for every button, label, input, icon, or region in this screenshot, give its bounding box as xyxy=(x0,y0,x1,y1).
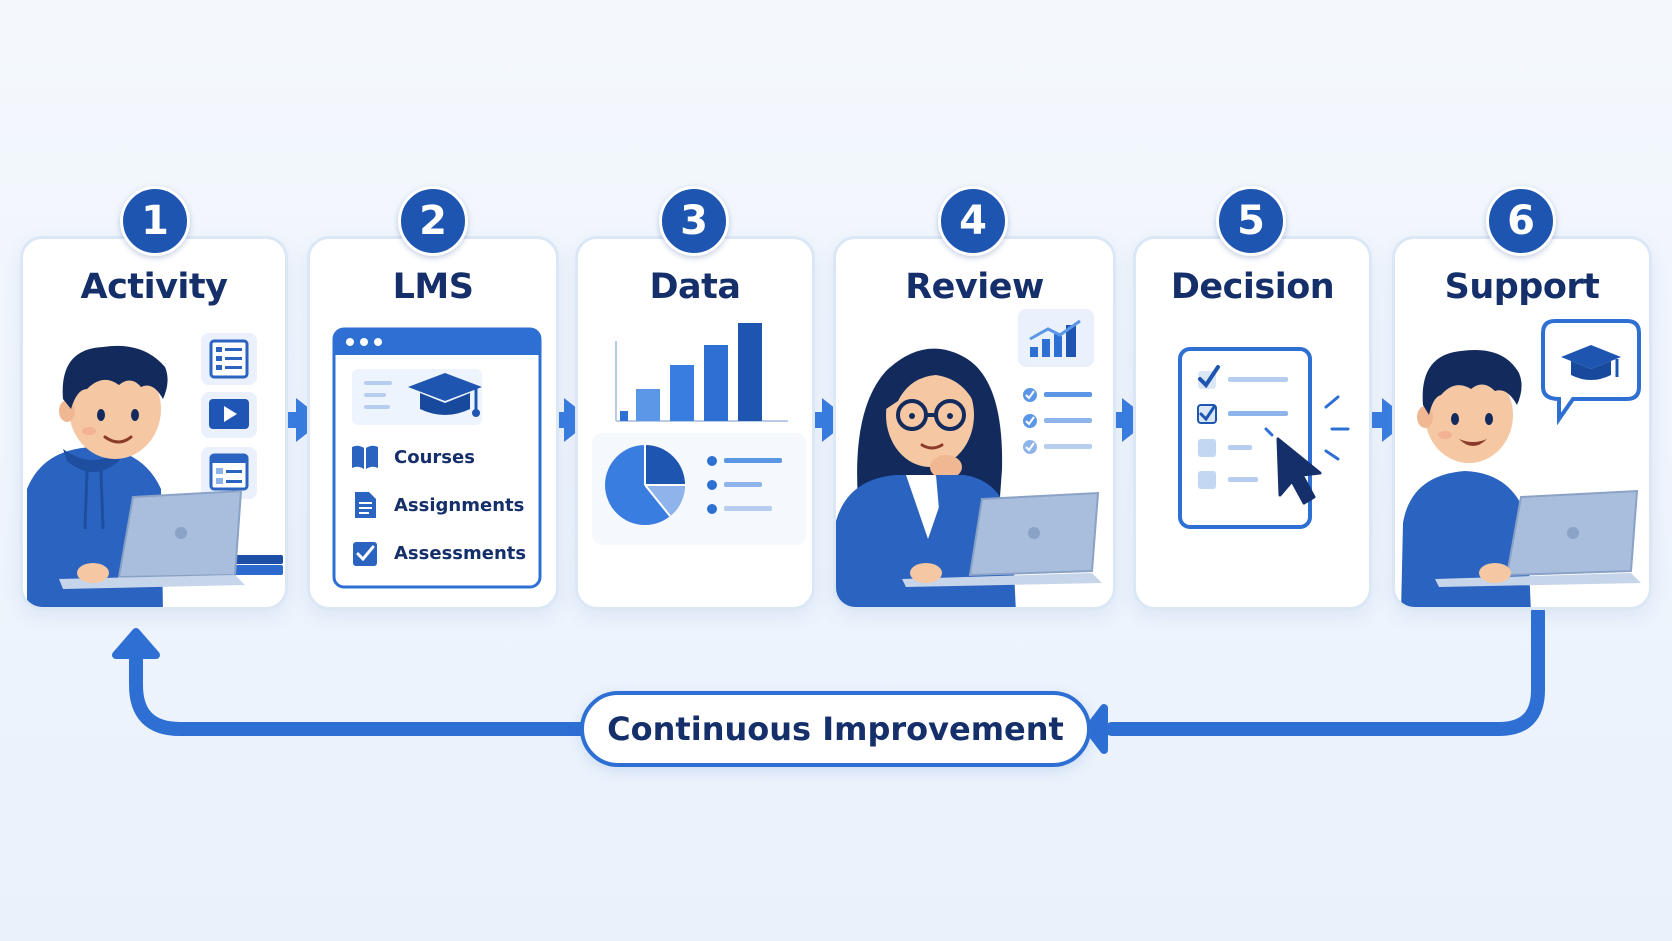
chart-bar xyxy=(704,345,728,421)
step-number-badge: 6 xyxy=(1486,186,1556,256)
supported-student-illustration xyxy=(1401,319,1641,607)
bar-chart-icon xyxy=(1018,309,1094,367)
step-title: LMS xyxy=(392,267,474,307)
glasses xyxy=(896,399,966,431)
step-number-badge: 3 xyxy=(659,186,729,256)
lms-item-label: Courses xyxy=(394,446,475,468)
step-title: Activity xyxy=(80,267,228,307)
lms-item-label: Assignments xyxy=(394,494,525,516)
lms-item-assessments[interactable]: Assessments xyxy=(350,529,526,577)
loop-return-line xyxy=(1105,605,1545,736)
list-icon xyxy=(201,333,257,385)
student-laptop-illustration xyxy=(27,333,283,607)
loop-arrowhead-left xyxy=(1084,704,1108,754)
step-title: Data xyxy=(649,267,741,307)
decision-checklist-illustration xyxy=(1178,347,1350,529)
step-card-support: Support xyxy=(1392,236,1652,610)
checklist-icon xyxy=(1023,388,1092,454)
step-card-data: Data xyxy=(575,236,815,610)
step-number-badge: 1 xyxy=(120,186,190,256)
lms-window-illustration xyxy=(332,327,542,589)
lms-item-assignments[interactable]: Assignments xyxy=(350,481,526,529)
checkbox-icon xyxy=(353,542,377,566)
document-icon xyxy=(355,492,376,518)
data-charts-illustration xyxy=(592,323,806,545)
loop-continue-line xyxy=(129,641,592,736)
step-title: Support xyxy=(1444,267,1600,307)
chart-bar xyxy=(738,323,762,421)
continuous-improvement-label: Continuous Improvement xyxy=(580,691,1091,767)
lms-item-label: Assessments xyxy=(394,542,527,564)
calendar-form-icon xyxy=(201,447,257,499)
loop-arrowhead-up xyxy=(112,628,160,659)
step-number-badge: 4 xyxy=(938,186,1008,256)
step-card-review: Review xyxy=(833,236,1116,610)
chart-bar xyxy=(670,365,694,421)
arrow-2-3 xyxy=(547,398,592,442)
lms-item-courses[interactable]: Courses xyxy=(350,433,526,481)
arrow-5-6 xyxy=(1365,398,1410,442)
arrow-4-5 xyxy=(1105,398,1150,442)
step-title: Decision xyxy=(1170,267,1335,307)
lms-menu: Courses Assignments Assessments xyxy=(350,433,526,577)
step-card-lms: LMS Courses xyxy=(307,236,559,610)
step-card-activity: Activity xyxy=(20,236,288,610)
cursor-icon xyxy=(1276,437,1322,505)
chart-bar xyxy=(620,411,628,421)
click-sparks xyxy=(1264,395,1350,461)
video-play-icon xyxy=(201,392,257,438)
pie-chart-icon xyxy=(605,445,685,525)
step-title: Review xyxy=(905,267,1044,307)
arrow-3-4 xyxy=(805,398,850,442)
arrow-1-2 xyxy=(279,398,324,442)
graduation-cap-icon xyxy=(408,373,482,417)
teacher-review-illustration xyxy=(836,309,1102,607)
chart-bar xyxy=(636,389,660,421)
book-icon xyxy=(352,445,378,469)
step-number-badge: 5 xyxy=(1216,186,1286,256)
step-number-badge: 2 xyxy=(398,186,468,256)
step-card-decision: Decision xyxy=(1133,236,1372,610)
speech-bubble-graduation-icon xyxy=(1541,319,1641,426)
